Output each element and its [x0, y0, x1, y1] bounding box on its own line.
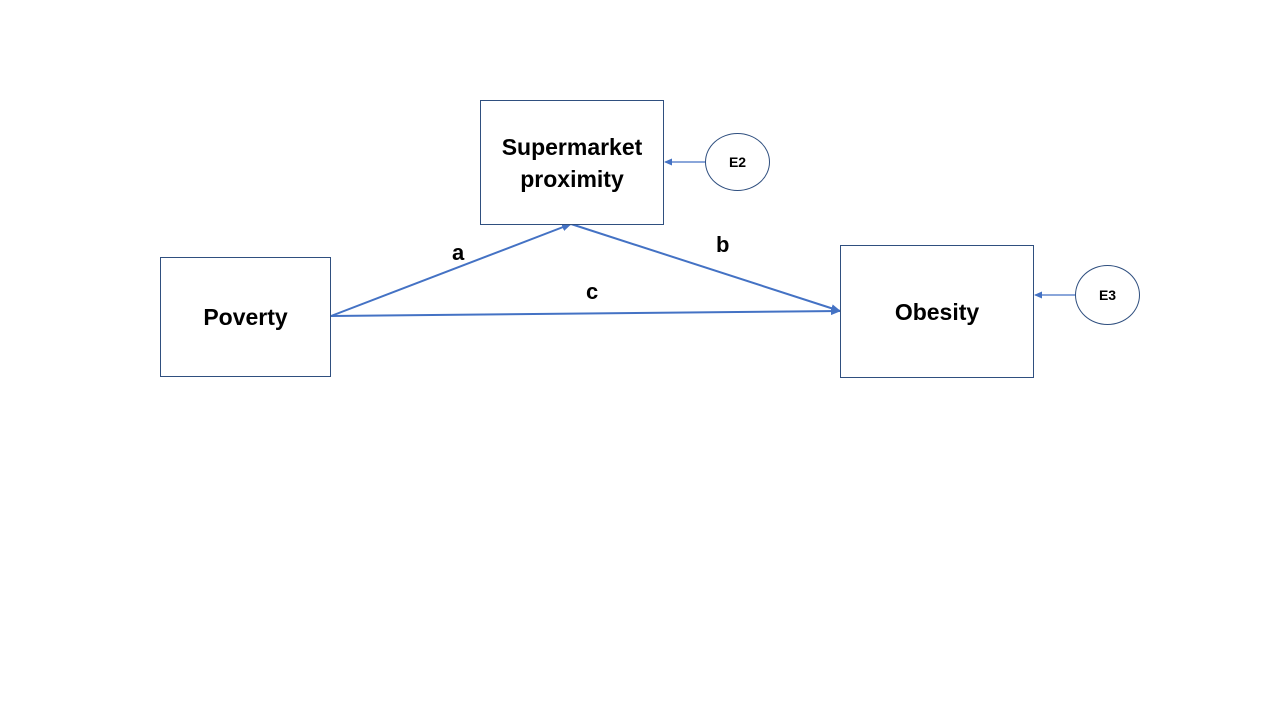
- poverty-label: Poverty: [203, 304, 288, 330]
- path-c-arrow: [330, 307, 841, 317]
- path-a-label: a: [452, 240, 465, 265]
- e2-label: E2: [728, 154, 747, 170]
- e2-error-node: E2: [705, 133, 770, 191]
- path-b-arrow: [570, 223, 841, 313]
- supermarket-proximity-node: Supermarket proximity: [480, 100, 664, 225]
- path-c-label: c: [586, 279, 599, 304]
- e3-error-node: E3: [1075, 265, 1140, 325]
- path-a-arrow: [330, 223, 572, 317]
- path-b-label: b: [716, 232, 730, 257]
- obesity-node: Obesity: [840, 245, 1034, 378]
- supermarket-proximity-label: Supermarket proximity: [501, 133, 643, 192]
- poverty-node: Poverty: [160, 257, 331, 377]
- obesity-label: Obesity: [894, 298, 980, 325]
- e3-label: E3: [1098, 287, 1117, 303]
